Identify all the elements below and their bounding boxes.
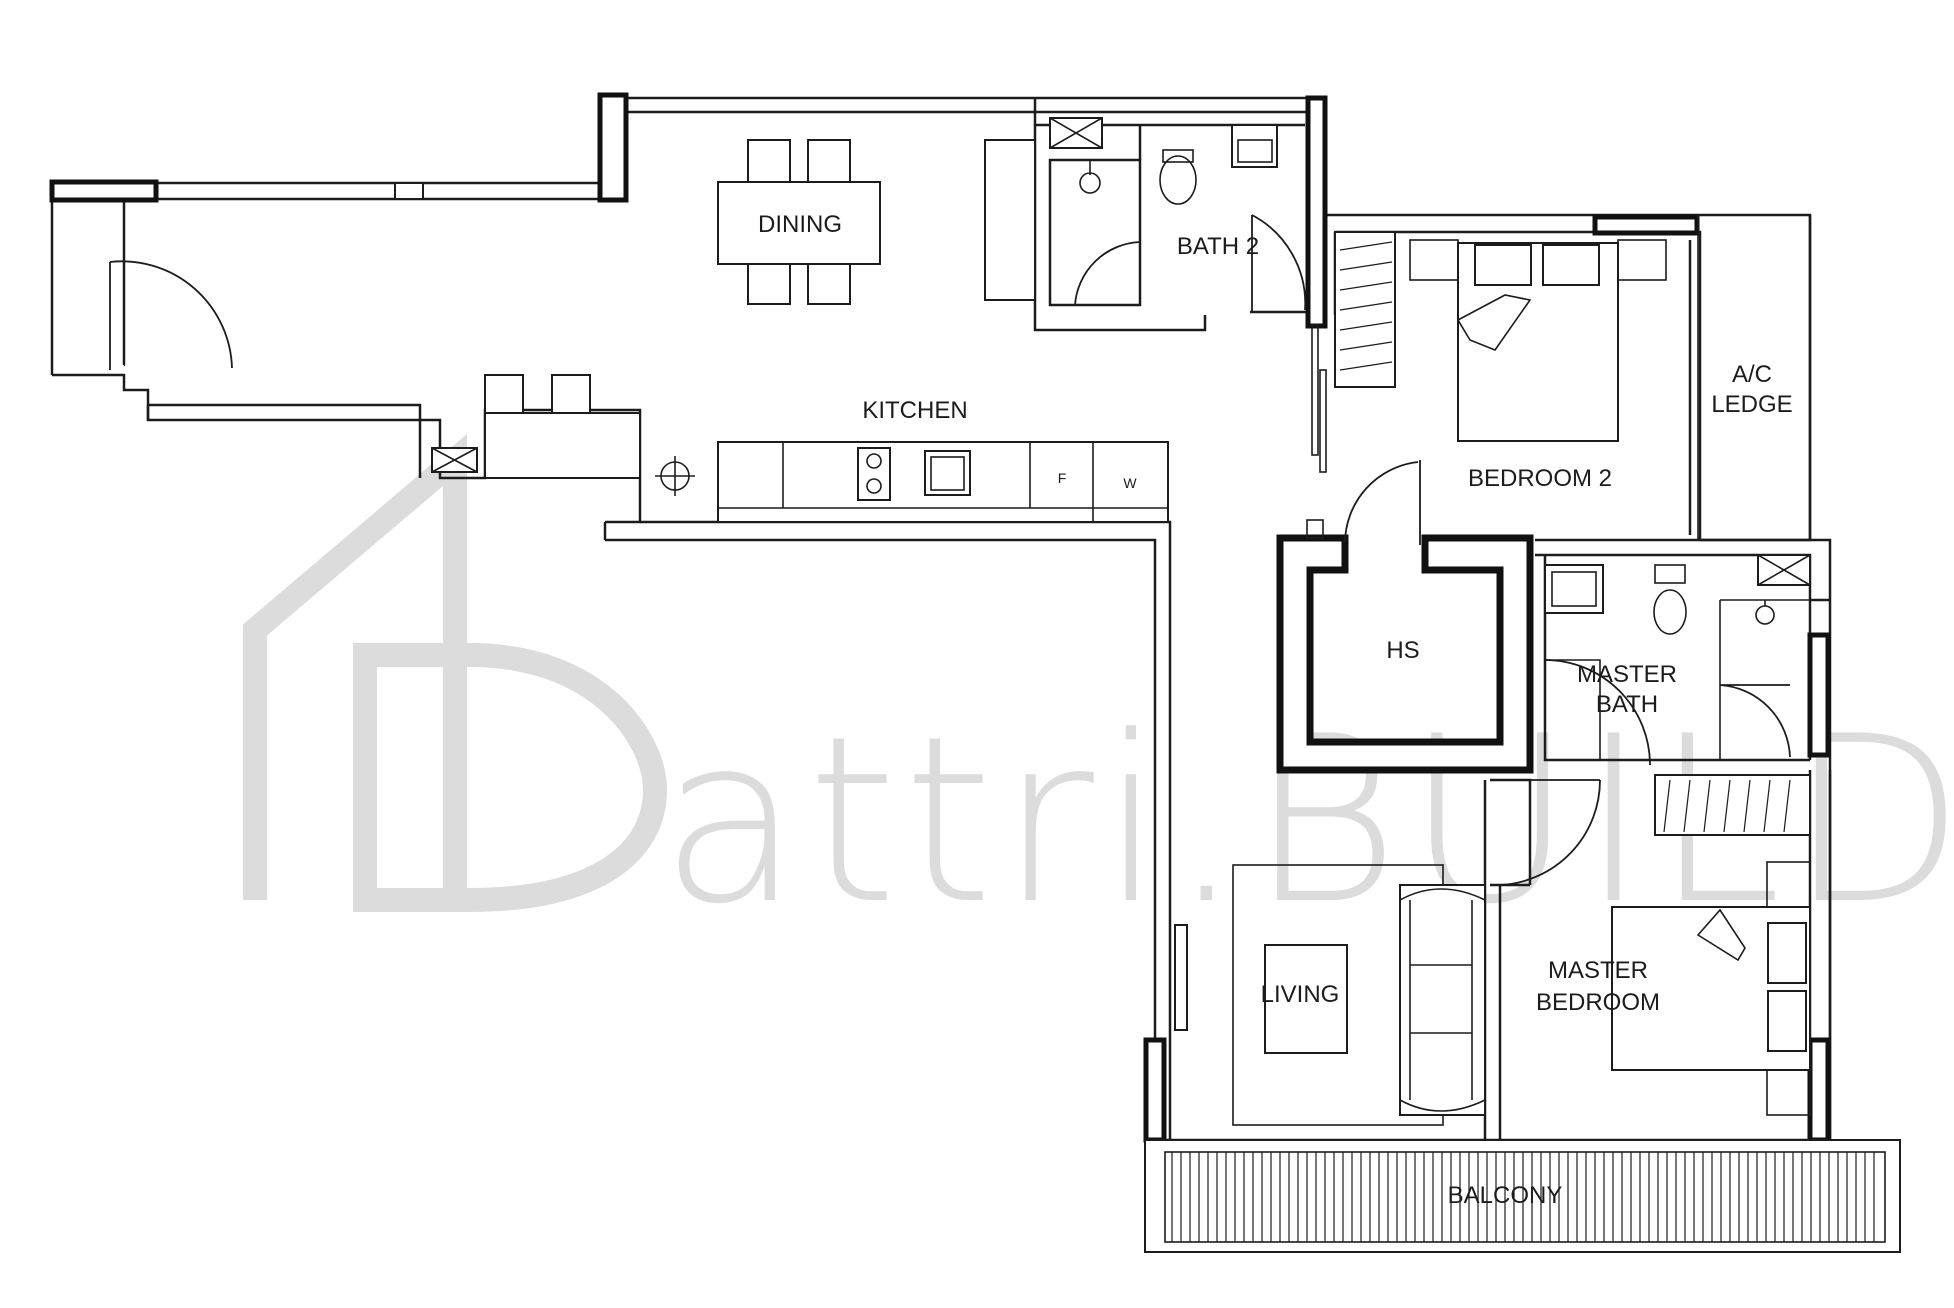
label-ac-ledge-line2: LEDGE [1711,391,1792,418]
bedroom2-wardrobe [1334,231,1396,388]
label-master-bath-line1: MASTER [1577,661,1677,688]
label-dining: DINING [758,211,842,238]
label-fridge: F [1058,470,1067,486]
hs-shelter [1276,519,1534,774]
master-bath-fixtures [1544,554,1811,760]
label-master-bedroom-line2: BEDROOM [1536,989,1660,1016]
label-bath2: BATH 2 [1177,233,1259,260]
watermark-house-icon [243,434,668,912]
bar-stools [484,374,641,479]
label-kitchen: KITCHEN [862,397,967,424]
master-wardrobe [1654,774,1811,836]
living-furniture [1174,864,1486,1126]
label-ac-ledge-line1: A/C [1732,361,1772,388]
entry-dbox [431,447,478,473]
label-balcony: BALCONY [1448,1182,1563,1209]
kitchen-counter [717,441,1169,523]
master-bed [1611,861,1811,1116]
kitchen-extractor-icon [655,456,695,496]
label-washer: W [1123,475,1137,491]
corridor-window [394,182,424,200]
label-bedroom2: BEDROOM 2 [1468,465,1612,492]
balcony [1144,1139,1901,1253]
label-hs: HS [1386,637,1419,664]
ac-ledge [1697,214,1811,541]
doors [109,214,1791,886]
bedroom2-bed [1409,239,1667,442]
dining-cabinet [984,139,1036,301]
room-labels: DINING BATH 2 KITCHEN A/C LEDGE BEDROOM … [758,211,1793,1209]
label-living: LIVING [1261,981,1340,1008]
label-master-bedroom-line1: MASTER [1548,957,1648,984]
label-master-bath-line2: BATH [1596,691,1658,718]
bath2-fixtures [1049,117,1278,205]
columns [49,92,1831,1143]
dining-table [717,139,881,305]
appliance-labels: F W [1058,470,1138,491]
